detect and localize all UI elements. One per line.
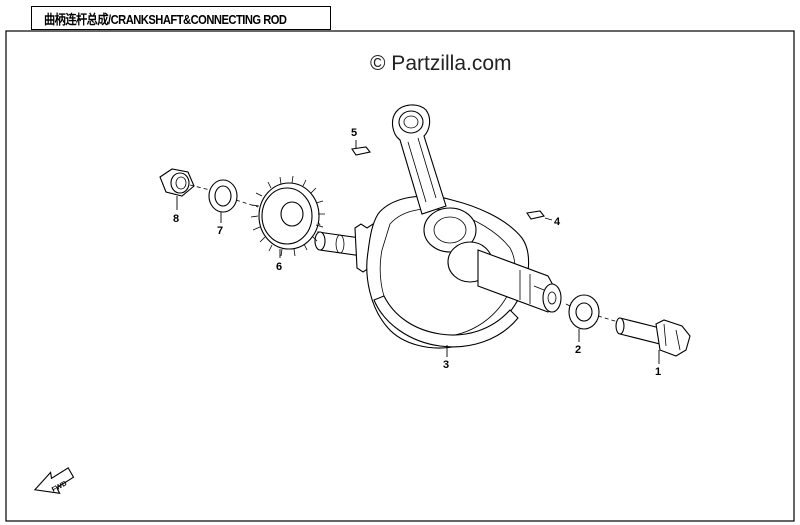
callout-7: 7 — [217, 225, 223, 237]
callout-1: 1 — [655, 366, 661, 378]
callout-4: 4 — [554, 216, 561, 228]
callout-6: 6 — [276, 261, 282, 273]
key-part-4[interactable] — [526, 210, 545, 220]
diagram-frame — [5, 30, 795, 522]
callout-2: 2 — [575, 344, 581, 356]
callout-8: 8 — [173, 213, 179, 225]
washer-part-2[interactable] — [568, 294, 600, 330]
watermark: © Partzilla.com — [370, 52, 512, 75]
connecting-rod[interactable] — [391, 104, 447, 215]
crankshaft-assembly[interactable] — [314, 195, 562, 349]
title-box: 曲柄连杆总成/CRANKSHAFT&CONNECTING ROD — [31, 6, 331, 30]
gear-part-6[interactable] — [250, 175, 325, 257]
callout-3: 3 — [443, 359, 449, 371]
forward-direction-arrow-icon: FWD — [33, 467, 75, 495]
nut-part-8[interactable] — [159, 168, 195, 197]
bolt-part-1[interactable] — [615, 317, 691, 357]
washer-part-7[interactable] — [208, 179, 238, 213]
leader-4 — [544, 217, 553, 221]
key-part-5[interactable] — [351, 146, 371, 156]
page-title: 曲柄连杆总成/CRANKSHAFT&CONNECTING ROD — [44, 11, 287, 27]
callout-5: 5 — [351, 127, 357, 139]
